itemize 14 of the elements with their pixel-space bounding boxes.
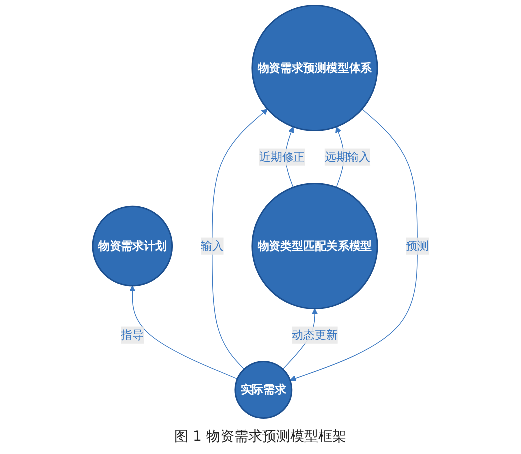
edge-label: 预测 [406, 239, 429, 253]
node-circle: 物资类型匹配关系模型 [251, 183, 378, 310]
edge-label: 近期修正 [258, 150, 305, 164]
arrow [129, 286, 238, 380]
edge-label: 输入 [200, 239, 224, 253]
figure-caption: 图 1 物资需求预测模型框架 [174, 428, 346, 447]
edge-label: 指导 [120, 328, 144, 342]
node-circle: 实际需求 [234, 361, 292, 419]
node-circle: 物资需求预测模型体系 [251, 5, 378, 132]
edge-label: 动态更新 [292, 328, 338, 342]
arrow [212, 109, 268, 370]
node-circle: 物资需求计划 [92, 206, 173, 287]
edge-label: 远期输入 [324, 150, 370, 164]
arrow [290, 108, 418, 382]
